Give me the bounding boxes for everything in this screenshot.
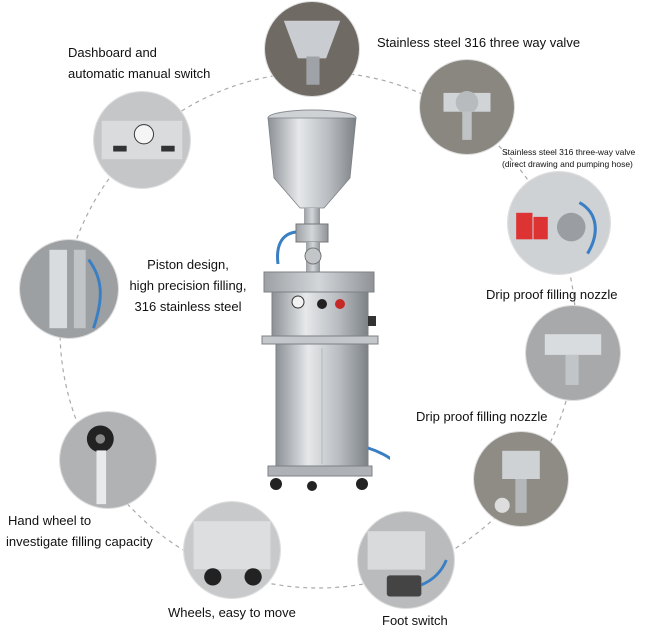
label-piston-line1: Piston design, [147,257,229,272]
hand-wheel-photo [60,412,156,508]
nozzle-photo-2 [474,432,568,526]
label-nozzle-2: Drip proof filling nozzle [416,409,548,424]
dashboard-photo [94,92,190,188]
label-hand-wheel-line2: investigate filling capacity [6,534,153,549]
nozzle-photo-1 [526,306,620,400]
label-dashboard-line1: Dashboard and [68,45,157,60]
piston-photo [20,240,118,338]
label-valve-side-line2: (direct drawing and pumping hose) [502,159,633,169]
label-hand-wheel: Hand wheel to investigate filling capaci… [6,510,153,552]
label-hand-wheel-line1: Hand wheel to [8,513,92,528]
label-piston-line2: high precision filling, [129,278,247,293]
wheels-photo [184,502,280,598]
label-valve-top: Stainless steel 316 three way valve [377,35,581,50]
three-way-valve-photo [420,60,514,154]
foot-switch-photo [358,512,454,608]
label-foot-switch: Foot switch [382,613,448,628]
valve-top-photo [265,2,359,96]
label-valve-side: Stainless steel 316 three-way valve (dir… [502,146,635,170]
red-button-icon [335,299,345,309]
label-dashboard: Dashboard and automatic manual switch [68,42,210,84]
hose-valve-photo [508,172,610,274]
label-piston-line3: 316 stainless steel [134,299,242,314]
filling-machine-illustration [261,109,390,491]
label-wheels: Wheels, easy to move [168,605,296,620]
pressure-gauge-icon [291,295,305,309]
label-dashboard-line2: automatic manual switch [68,66,211,81]
label-piston: Piston design, high precision filling, 3… [118,254,258,317]
label-nozzle-1: Drip proof filling nozzle [486,287,618,302]
label-valve-side-line1: Stainless steel 316 three-way valve [502,147,636,157]
